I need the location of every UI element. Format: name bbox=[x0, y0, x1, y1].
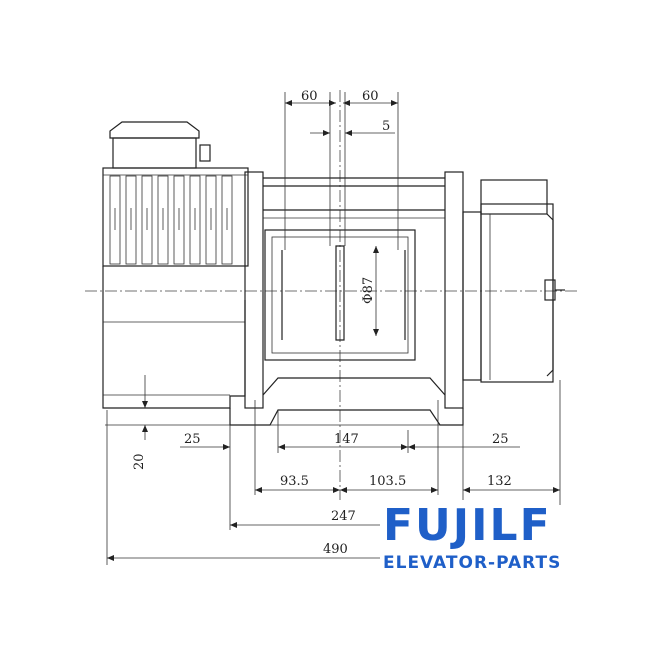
dim-132: 132 bbox=[487, 474, 512, 489]
logo-backdrop bbox=[380, 505, 595, 575]
dim-top-5: 5 bbox=[382, 119, 390, 134]
motor-body bbox=[102, 121, 249, 409]
dim-93-5: 93.5 bbox=[280, 474, 309, 489]
dim-103-5: 103.5 bbox=[369, 474, 406, 489]
dimensions bbox=[105, 92, 561, 565]
dim-right-25: 25 bbox=[492, 432, 509, 447]
dim-center-147: 147 bbox=[334, 432, 359, 447]
logo-tagline: ELEVATOR-PARTS bbox=[383, 553, 561, 573]
dim-top-right-60: 60 bbox=[362, 89, 379, 104]
logo-brand: FUJILF bbox=[383, 500, 552, 551]
dim-247: 247 bbox=[331, 509, 356, 524]
dim-left-25: 25 bbox=[184, 432, 201, 447]
dim-490: 490 bbox=[323, 542, 348, 557]
brake-unit bbox=[462, 179, 565, 383]
dim-top-left-60: 60 bbox=[301, 89, 318, 104]
sheave-housing bbox=[229, 171, 464, 426]
dim-vertical-20: 20 bbox=[132, 453, 147, 470]
dim-diameter-87: Φ87 bbox=[361, 277, 376, 304]
